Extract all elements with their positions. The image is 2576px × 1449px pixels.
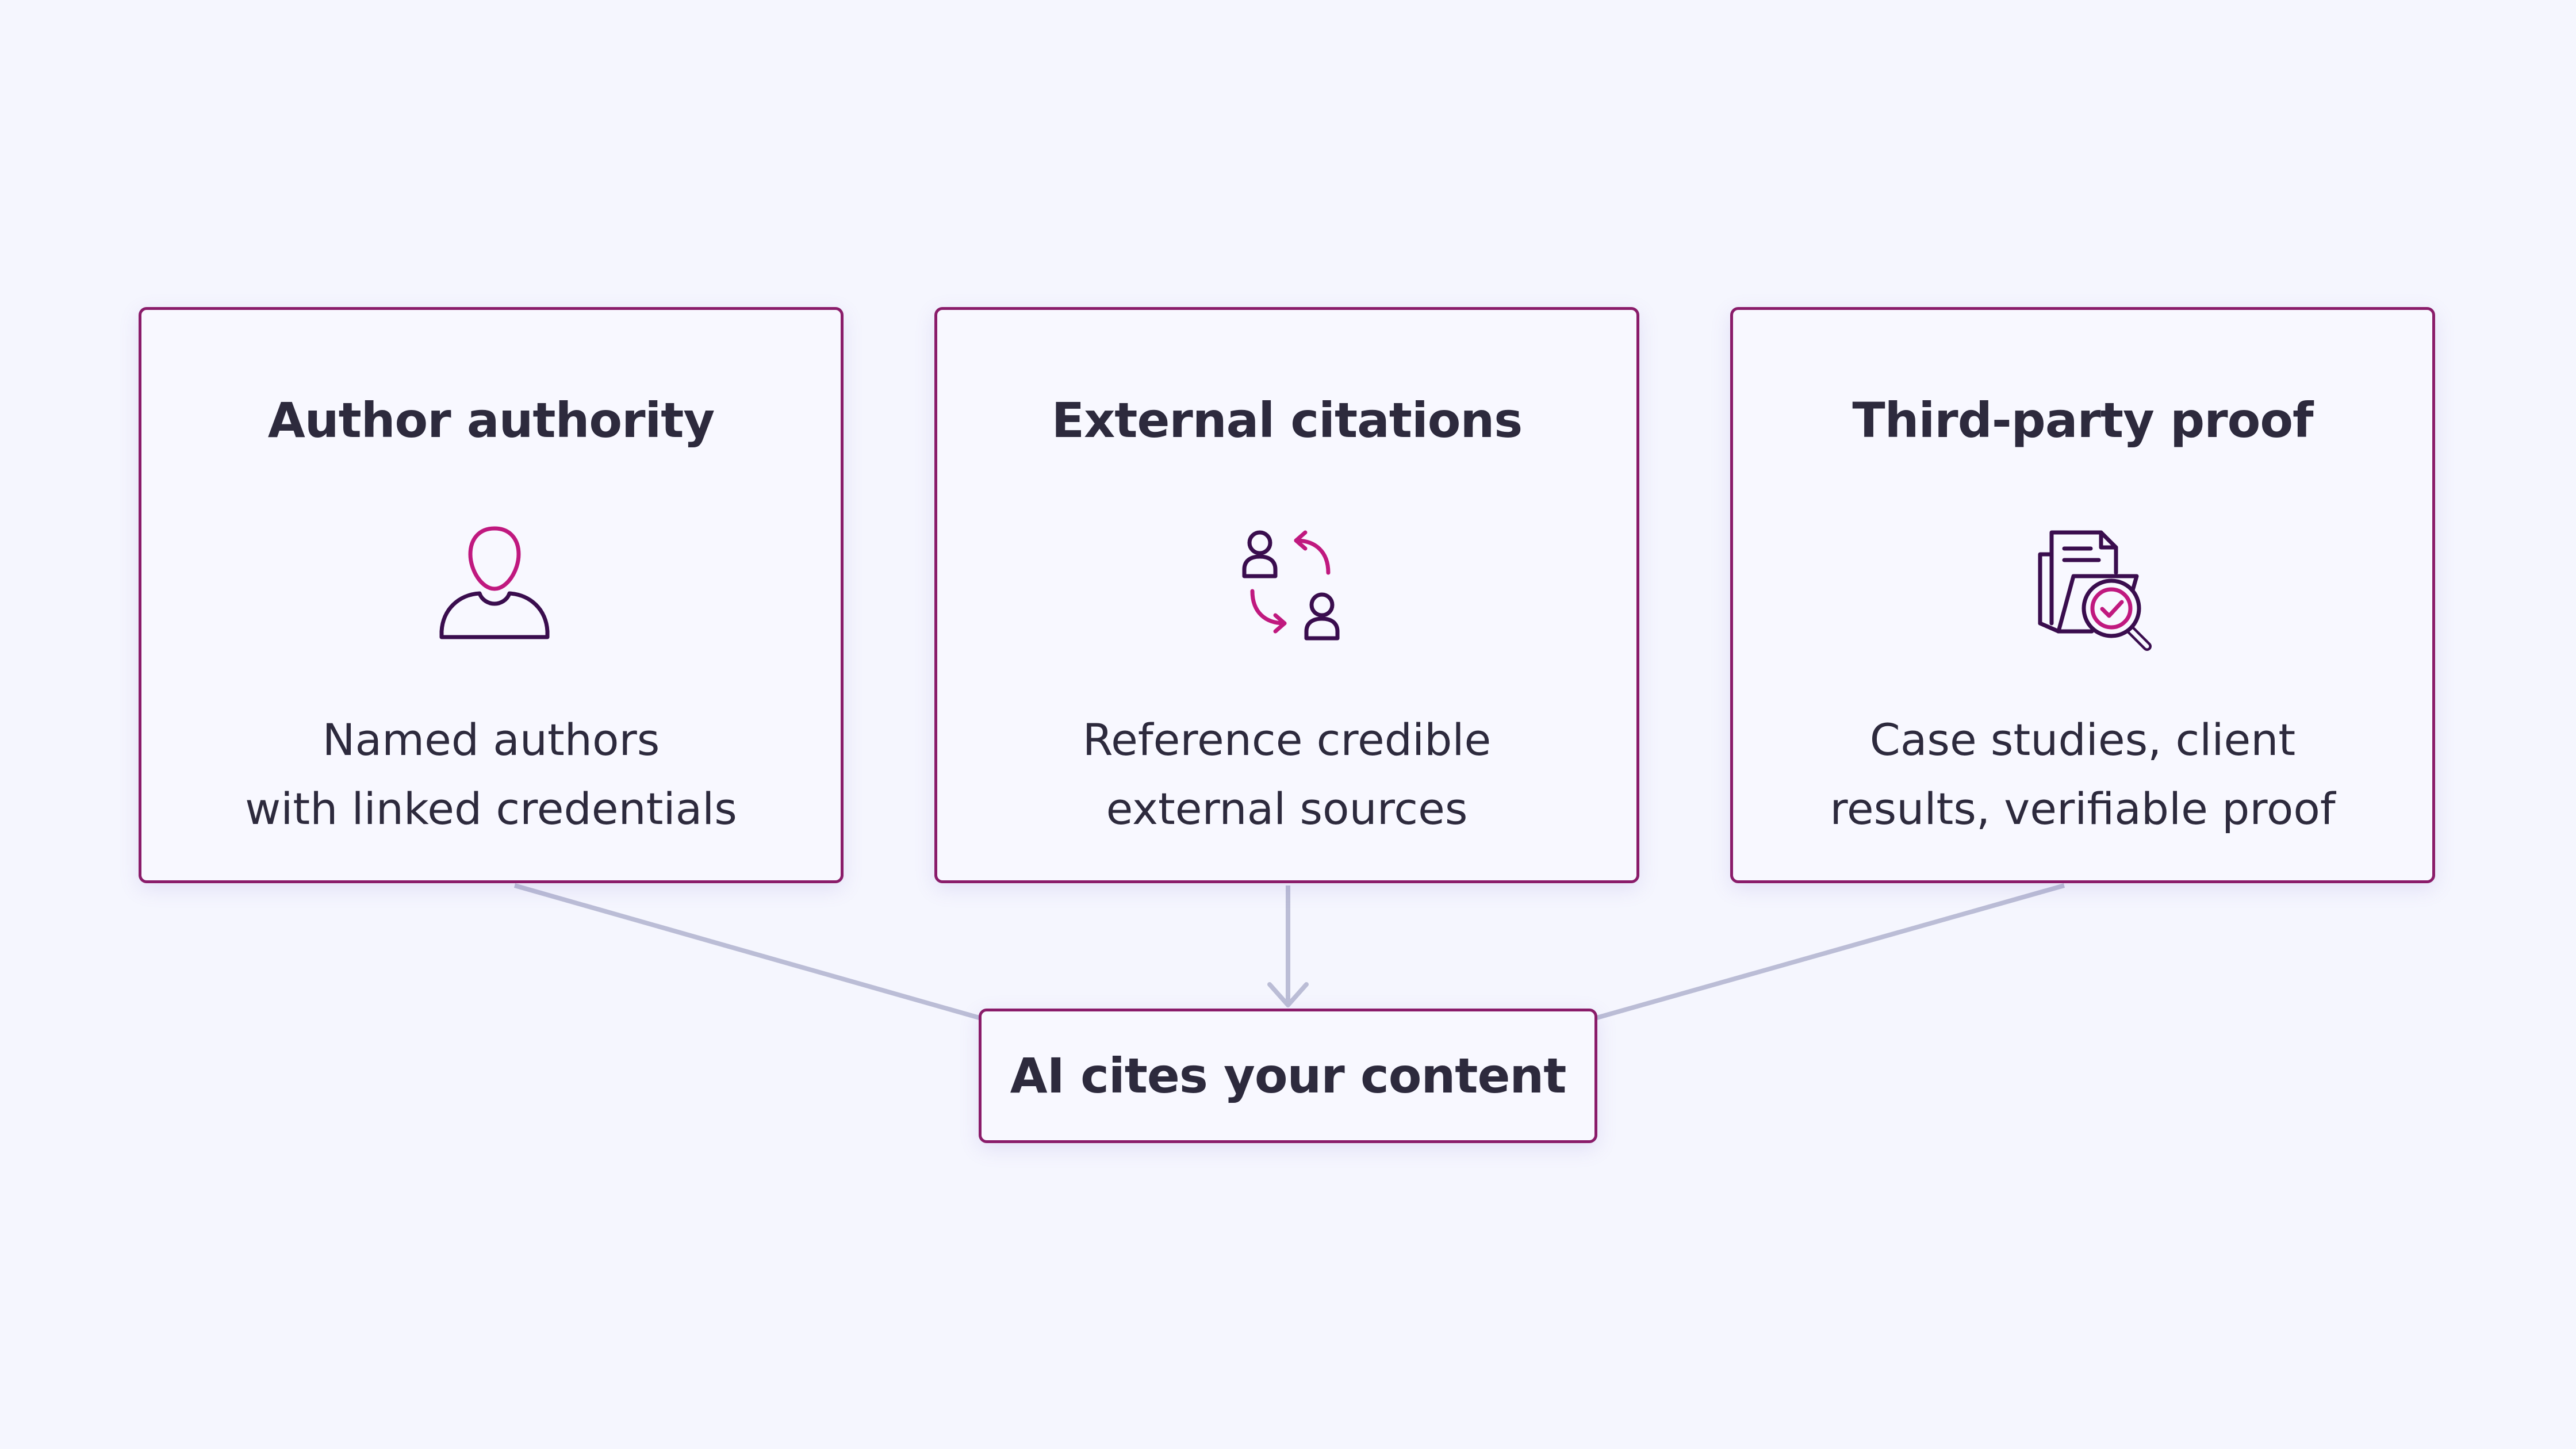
person-icon	[439, 526, 550, 639]
card-description: Named authors with linked credentials	[141, 706, 841, 844]
card-description-line: Reference credible	[1082, 714, 1492, 765]
card-description: Case studies, client results, verifiable…	[1733, 706, 2432, 844]
card-description-line: Named authors	[322, 714, 660, 765]
card-title: External citations	[1051, 392, 1523, 448]
card-description: Reference credible external sources	[937, 706, 1636, 844]
card-description-line: with linked credentials	[245, 783, 737, 834]
citation-exchange-icon	[1242, 530, 1340, 641]
card-title: Author authority	[267, 392, 715, 448]
connector-citations-arrowhead	[1267, 982, 1309, 1007]
card-author-authority: Author authority Named authors with link…	[139, 307, 844, 883]
connector-proof	[1592, 883, 2065, 1021]
card-description-line: external sources	[1106, 783, 1468, 834]
card-description-line: results, verifiable proof	[1830, 783, 2336, 834]
result-box: AI cites your content	[979, 1009, 1597, 1143]
verified-documents-icon	[2038, 530, 2152, 651]
card-title: Third-party proof	[1852, 392, 2313, 448]
card-external-citations: External citations Reference credible ex…	[934, 307, 1639, 883]
connector-author	[513, 883, 984, 1021]
result-label: AI cites your content	[1010, 1048, 1567, 1104]
card-description-line: Case studies, client	[1869, 714, 2296, 765]
card-third-party-proof: Third-party proof Case studies, client r…	[1730, 307, 2435, 883]
